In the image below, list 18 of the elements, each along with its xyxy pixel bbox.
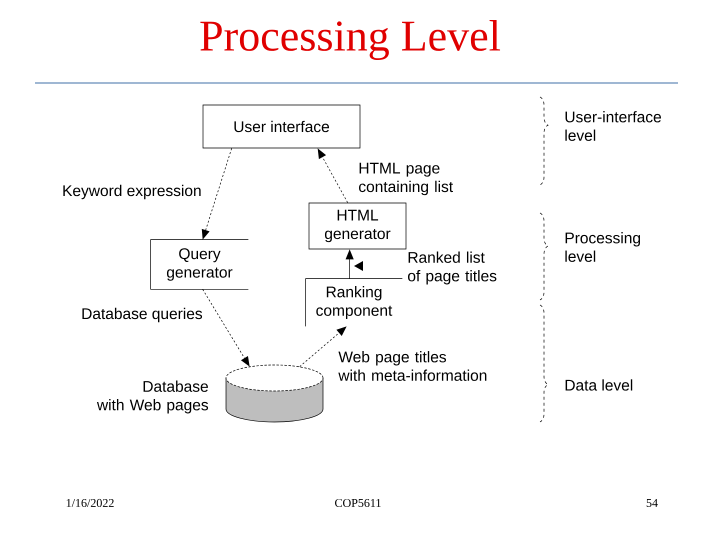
- level-label: Processing level: [565, 232, 640, 262]
- node-caption: Database with Web pages: [96, 380, 208, 414]
- edge-label: HTML page containing list: [359, 162, 453, 196]
- edge-label: Keyword expression: [63, 184, 201, 200]
- edge-label: Web page titles with meta-information: [338, 351, 486, 381]
- level-label: Data level: [566, 379, 632, 391]
- process-box: Ranking component: [305, 278, 403, 327]
- database-cylinder: [226, 364, 324, 422]
- edge-label: Database queries: [82, 308, 202, 322]
- slide-title: Processing Level: [200, 20, 500, 60]
- edge-label: Ranked list of page titles: [408, 252, 496, 284]
- footer-text: COP5611: [335, 498, 381, 507]
- process-box: User interface: [202, 104, 360, 148]
- date-text: 1/16/2022: [66, 498, 114, 508]
- process-box: HTML generator: [308, 202, 406, 250]
- level-label: User-interface level: [565, 111, 661, 141]
- process-box: Query generator: [150, 239, 249, 290]
- page-number: 54: [646, 498, 658, 507]
